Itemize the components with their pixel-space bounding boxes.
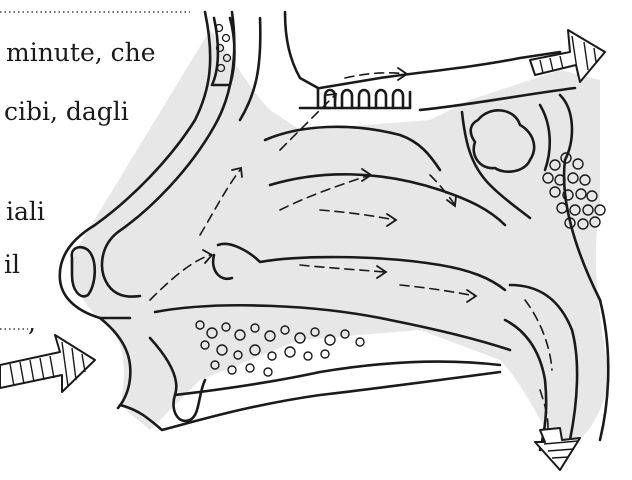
inflow-striped-arrow [0,335,95,392]
text-line-1: minute, che [6,38,156,68]
olfactory-bulb [318,88,410,108]
mucosa-line-2 [285,12,318,88]
text-line-3: iali [6,197,45,227]
text-line-4: il [4,250,20,280]
text-line-5: , [28,308,36,338]
text-line-2: cibi, dagli [4,97,129,127]
